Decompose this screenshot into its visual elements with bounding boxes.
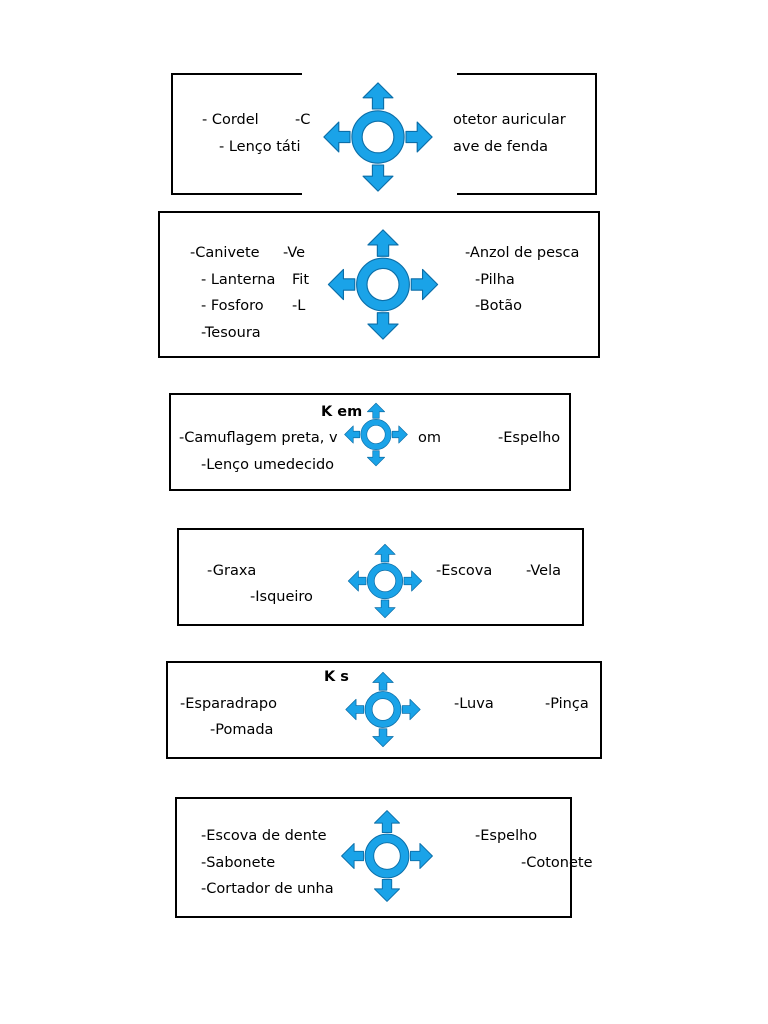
kit-item: -Pomada (210, 722, 274, 738)
kit-item: -Anzol de pesca (465, 245, 580, 261)
kit-item: - Lanterna (201, 272, 276, 288)
kit-item: -Cortador de unha (201, 881, 334, 897)
kit-item: -Lenço umedecido (201, 457, 335, 473)
kit-item: - Fosforo (201, 298, 264, 314)
kit-item: -Pinça (545, 696, 589, 712)
four-way-arrow-icon (323, 82, 433, 192)
kit-item: -Luva (454, 696, 494, 712)
kit-item: -Esparadrapo (180, 696, 278, 712)
kit-item: -Cotonete (521, 855, 593, 871)
kit-item: ave de fenda (453, 139, 549, 155)
kit-item: -Tesoura (201, 325, 261, 341)
kit-item: -C (295, 112, 311, 128)
kit-title: K s (324, 669, 349, 685)
kit-item: -Canivete (190, 245, 260, 261)
kit-item: -Escova (436, 563, 493, 579)
four-way-arrow-icon (345, 671, 421, 748)
kit-item: Fit (292, 272, 309, 288)
kit-item: -Espelho (498, 430, 561, 446)
kit-item: otetor auricular (453, 112, 566, 128)
kit-item: - Lenço táti (219, 139, 301, 155)
four-way-arrow-icon (341, 810, 433, 902)
kit-item: -Pilha (475, 272, 515, 288)
four-way-arrow-icon (327, 229, 439, 340)
kit-title: K em (321, 404, 363, 420)
kit-item: - Cordel (202, 112, 259, 128)
kit-item: -L (292, 298, 306, 314)
kit-item: -Isqueiro (250, 589, 313, 605)
kit-item: -Botão (475, 298, 522, 314)
four-way-arrow-icon (344, 402, 408, 467)
four-way-arrow-icon (347, 543, 423, 619)
kit-item: -Vela (526, 563, 562, 579)
kit-item: -Camuflagem preta, v (179, 430, 338, 446)
kit-item: -Escova de dente (201, 828, 327, 844)
kit-item: -Sabonete (201, 855, 276, 871)
kit-item: -Espelho (475, 828, 538, 844)
kit-item: -Graxa (207, 563, 257, 579)
kit-item: om (418, 430, 441, 446)
kit-item: -Ve (283, 245, 306, 261)
